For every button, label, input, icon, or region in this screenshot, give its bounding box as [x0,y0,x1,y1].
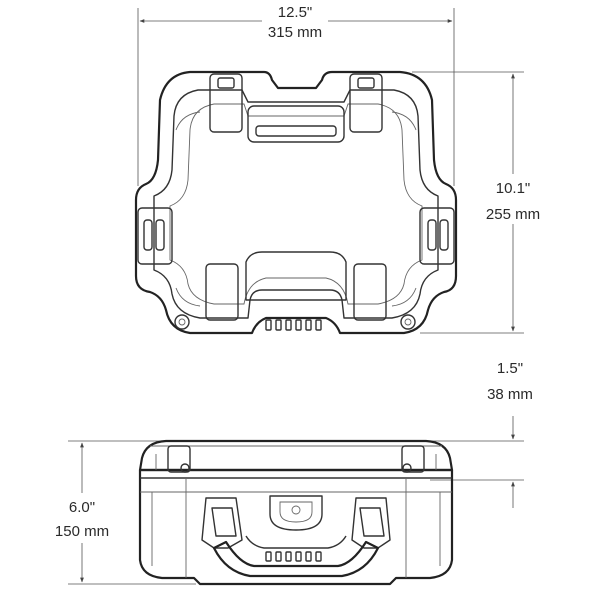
length-inches-label: 10.1" [496,180,531,197]
height-dimension: 6.0" 150 mm [48,440,196,585]
width-mm-label: 315 mm [268,24,322,41]
case-side-view [138,439,454,586]
height-inches-label: 6.0" [69,499,95,516]
width-dimension: 12.5" 315 mm [137,4,455,186]
depth-inches-label: 1.5" [497,360,523,377]
width-inches-label: 12.5" [278,4,313,21]
grip-ribs-side-view [265,551,322,562]
height-mm-label: 150 mm [55,523,109,540]
case-top-view [134,70,458,335]
grip-ribs-top-view [265,319,322,331]
length-dimension: 10.1" 255 mm [412,71,550,334]
depth-dimension: 1.5" 38 mm [420,360,533,508]
length-mm-label: 255 mm [486,206,540,223]
depth-mm-label: 38 mm [487,386,533,403]
